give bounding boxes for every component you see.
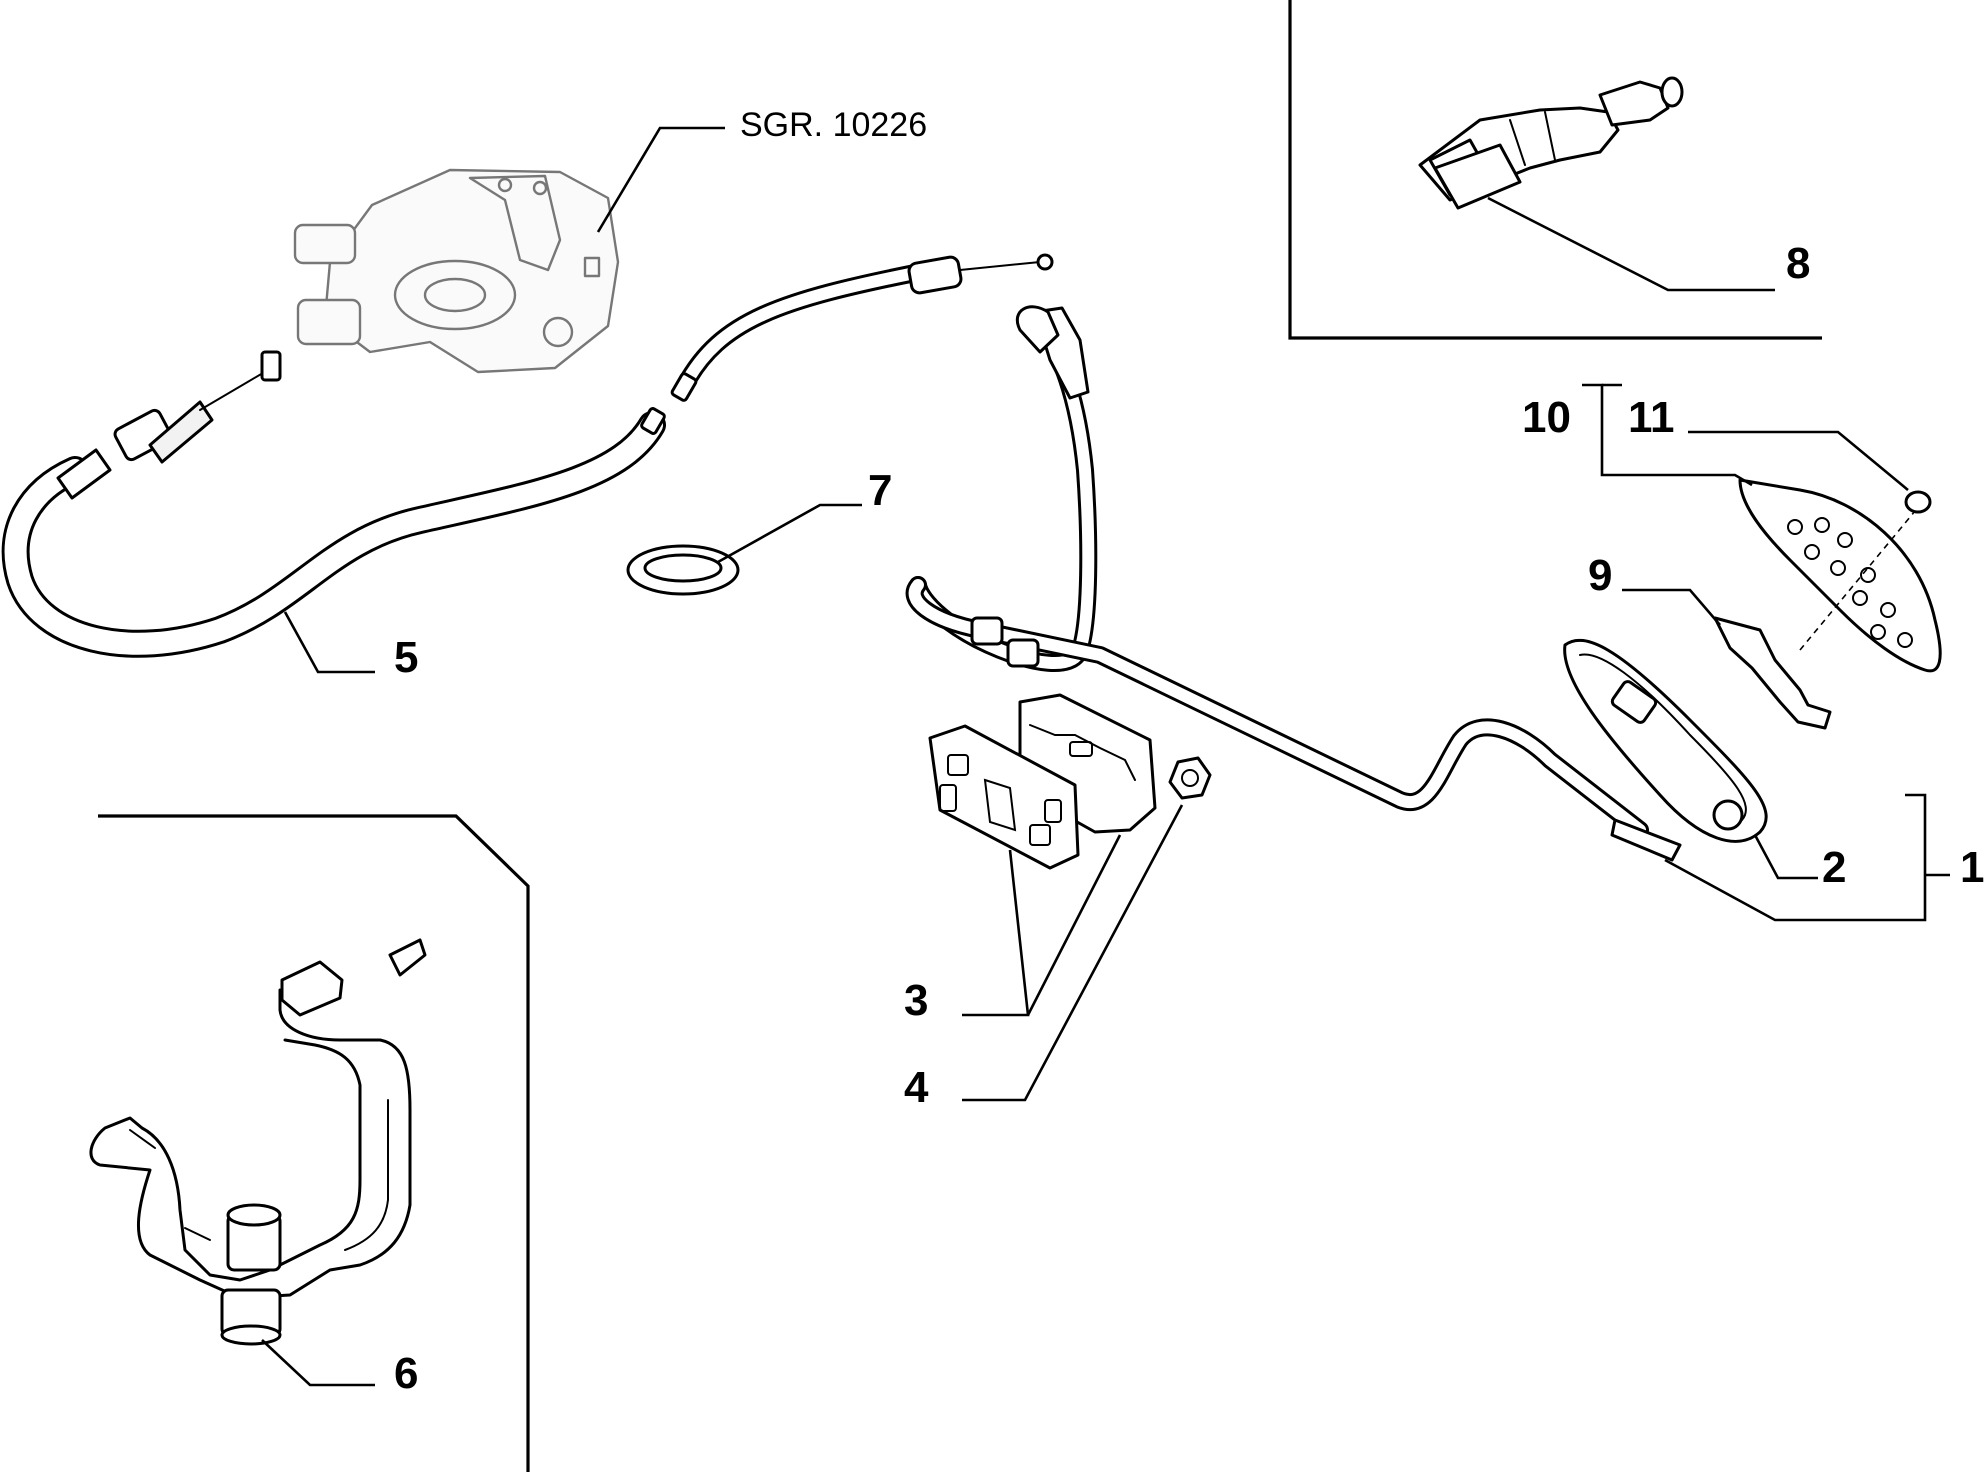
reference-leader — [596, 126, 725, 233]
frame-top-right — [1288, 0, 1822, 340]
callout-10: 10 — [1522, 393, 1571, 442]
callout-6: 6 — [394, 1349, 418, 1398]
nut — [1168, 756, 1212, 800]
sensor-switch — [1418, 76, 1684, 210]
callout-8: 8 — [1786, 239, 1810, 288]
leader-11 — [1688, 430, 1909, 492]
leader-6 — [261, 1339, 375, 1387]
accelerator-cable — [1, 253, 1054, 658]
callout-5: 5 — [394, 633, 418, 682]
cap-11 — [1904, 490, 1932, 514]
frame-bottom-left — [98, 814, 530, 1472]
leader-10 — [1582, 383, 1753, 487]
callout-11: 11 — [1628, 393, 1675, 442]
callout-1: 1 — [1960, 843, 1984, 892]
callout-4: 4 — [904, 1063, 929, 1112]
callout-3: 3 — [904, 976, 928, 1025]
throttle-body-assembly — [293, 168, 620, 374]
support-bracket — [89, 938, 427, 1346]
rubber-pads — [928, 693, 1157, 870]
leader-7 — [717, 503, 862, 564]
leader-4 — [962, 804, 1184, 1102]
leader-2 — [1753, 834, 1818, 880]
pedal-pad — [1563, 638, 1768, 843]
callout-7: 7 — [868, 466, 892, 515]
bracket-clip — [1713, 616, 1832, 730]
pedal-rod — [905, 305, 1682, 862]
pedal-plate — [1738, 478, 1942, 673]
leader-8 — [1487, 196, 1775, 292]
leader-5 — [283, 611, 375, 674]
reference-label: SGR. 10226 — [740, 106, 927, 144]
grommet — [626, 544, 740, 596]
leader-1 — [1664, 793, 1950, 922]
callout-9: 9 — [1588, 551, 1612, 600]
callout-2: 2 — [1822, 843, 1846, 892]
leader-9 — [1622, 588, 1721, 626]
leader-3 — [962, 834, 1122, 1017]
